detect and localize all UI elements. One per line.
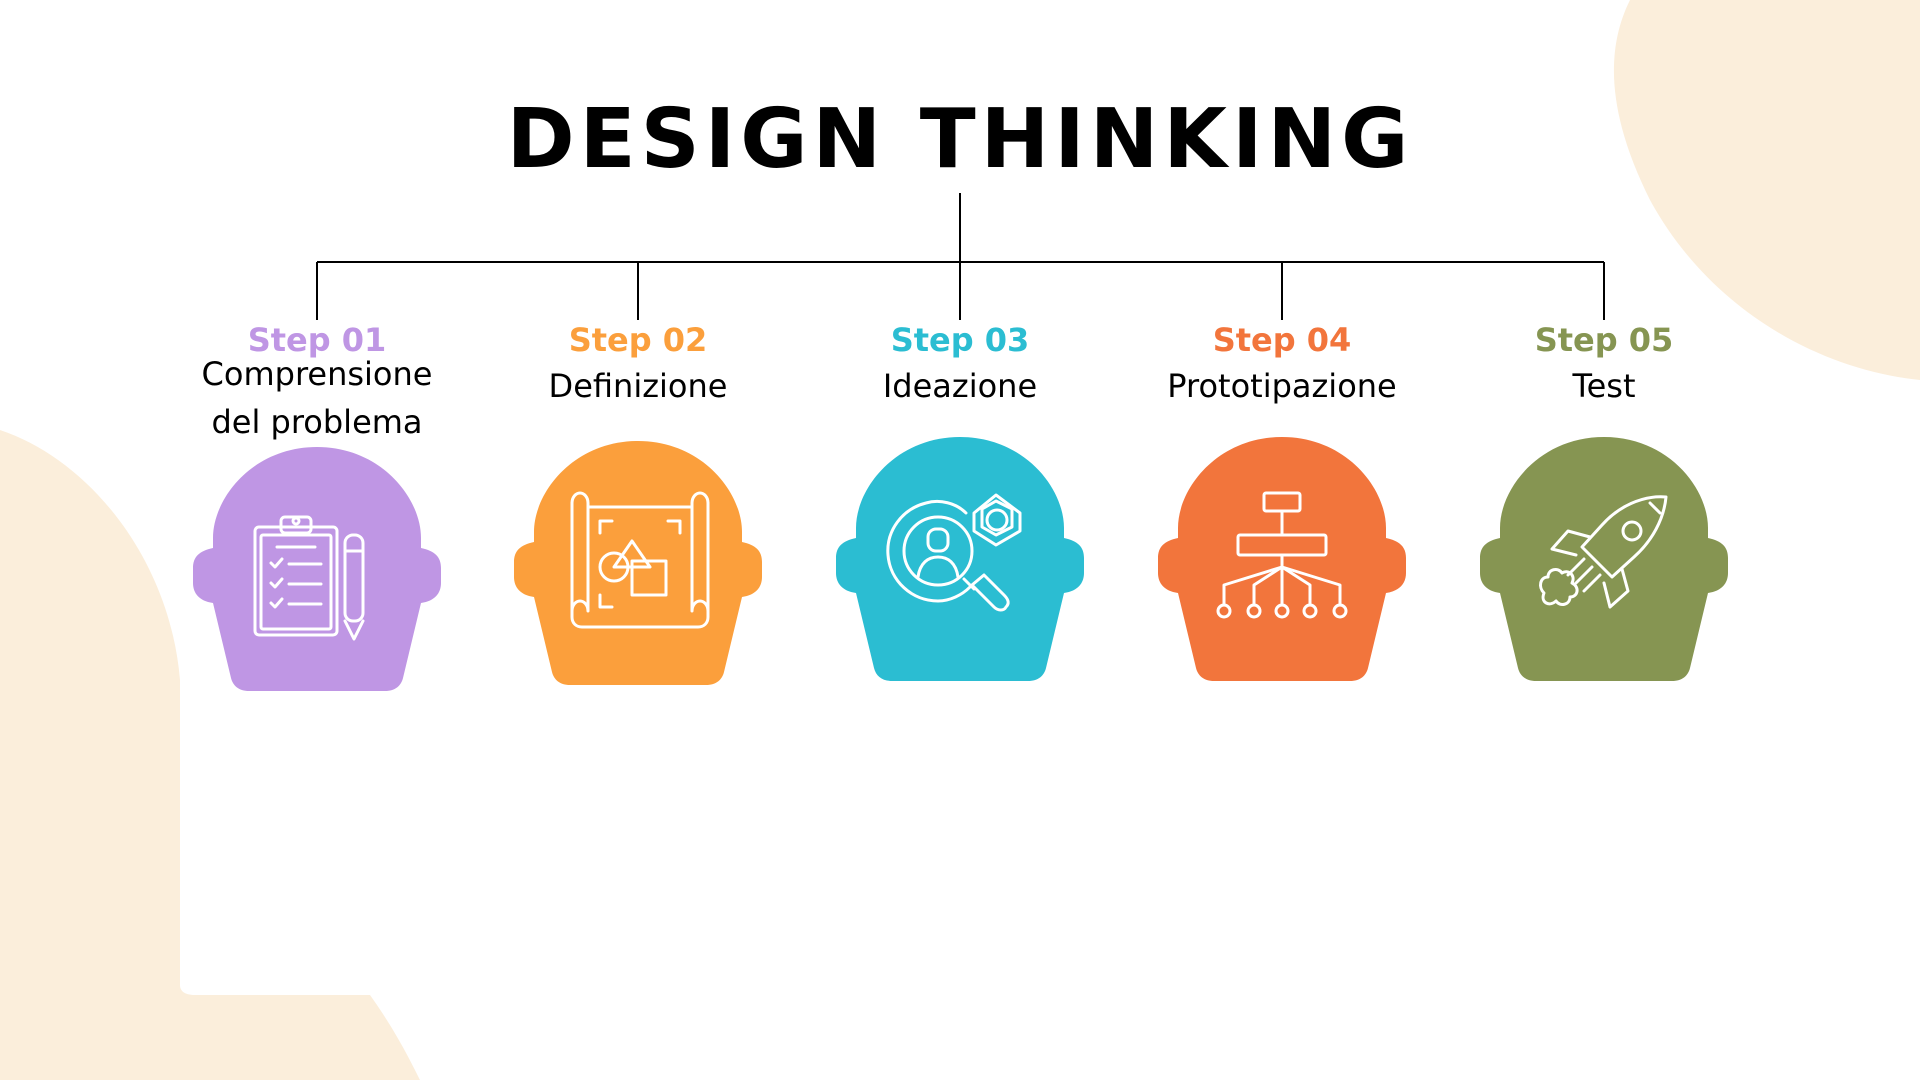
step-3-name: Ideazione	[882, 367, 1038, 405]
step-4-badge	[1158, 437, 1406, 681]
step-5-badge	[1480, 437, 1728, 681]
step-3-label: Step 03	[890, 321, 1030, 359]
rocket-launch-icon	[1539, 495, 1668, 609]
step-4-label: Step 04	[1212, 321, 1352, 359]
step-5-name: Test	[1572, 367, 1636, 405]
user-search-gear-icon	[886, 493, 1022, 612]
clipboard-pencil-icon	[253, 515, 365, 641]
top-right-blob	[1613, 0, 1920, 380]
step-4: Step 04 Prototipazione	[1122, 322, 1442, 410]
step-2: Step 02 Definizione	[478, 322, 798, 410]
step-1-name: Comprensione del problema	[201, 355, 433, 441]
step-1-badge-shape	[193, 447, 441, 691]
step-1-label: Step 01	[247, 321, 387, 359]
blueprint-shapes-icon	[570, 491, 710, 629]
step-3: Step 03 Ideazione	[800, 322, 1120, 410]
step-5: Step 05 Test	[1444, 322, 1764, 410]
step-5-badge-shape	[1480, 437, 1728, 681]
bottom-left-blob	[0, 430, 420, 1080]
step-5-label: Step 05	[1534, 321, 1674, 359]
step-2-badge	[514, 441, 762, 685]
page-title: DESIGN THINKING	[506, 92, 1414, 187]
step-3-badge-shape	[836, 437, 1084, 681]
step-1: Step 01 Comprensione del problema	[157, 322, 477, 446]
step-1-badge	[193, 447, 441, 691]
step-4-name: Prototipazione	[1167, 367, 1397, 405]
step-2-label: Step 02	[568, 321, 708, 359]
hierarchy-tree-icon	[1216, 491, 1348, 619]
step-2-name: Definizione	[548, 367, 728, 405]
step-3-badge	[836, 437, 1084, 681]
step-2-badge-shape	[514, 441, 762, 685]
